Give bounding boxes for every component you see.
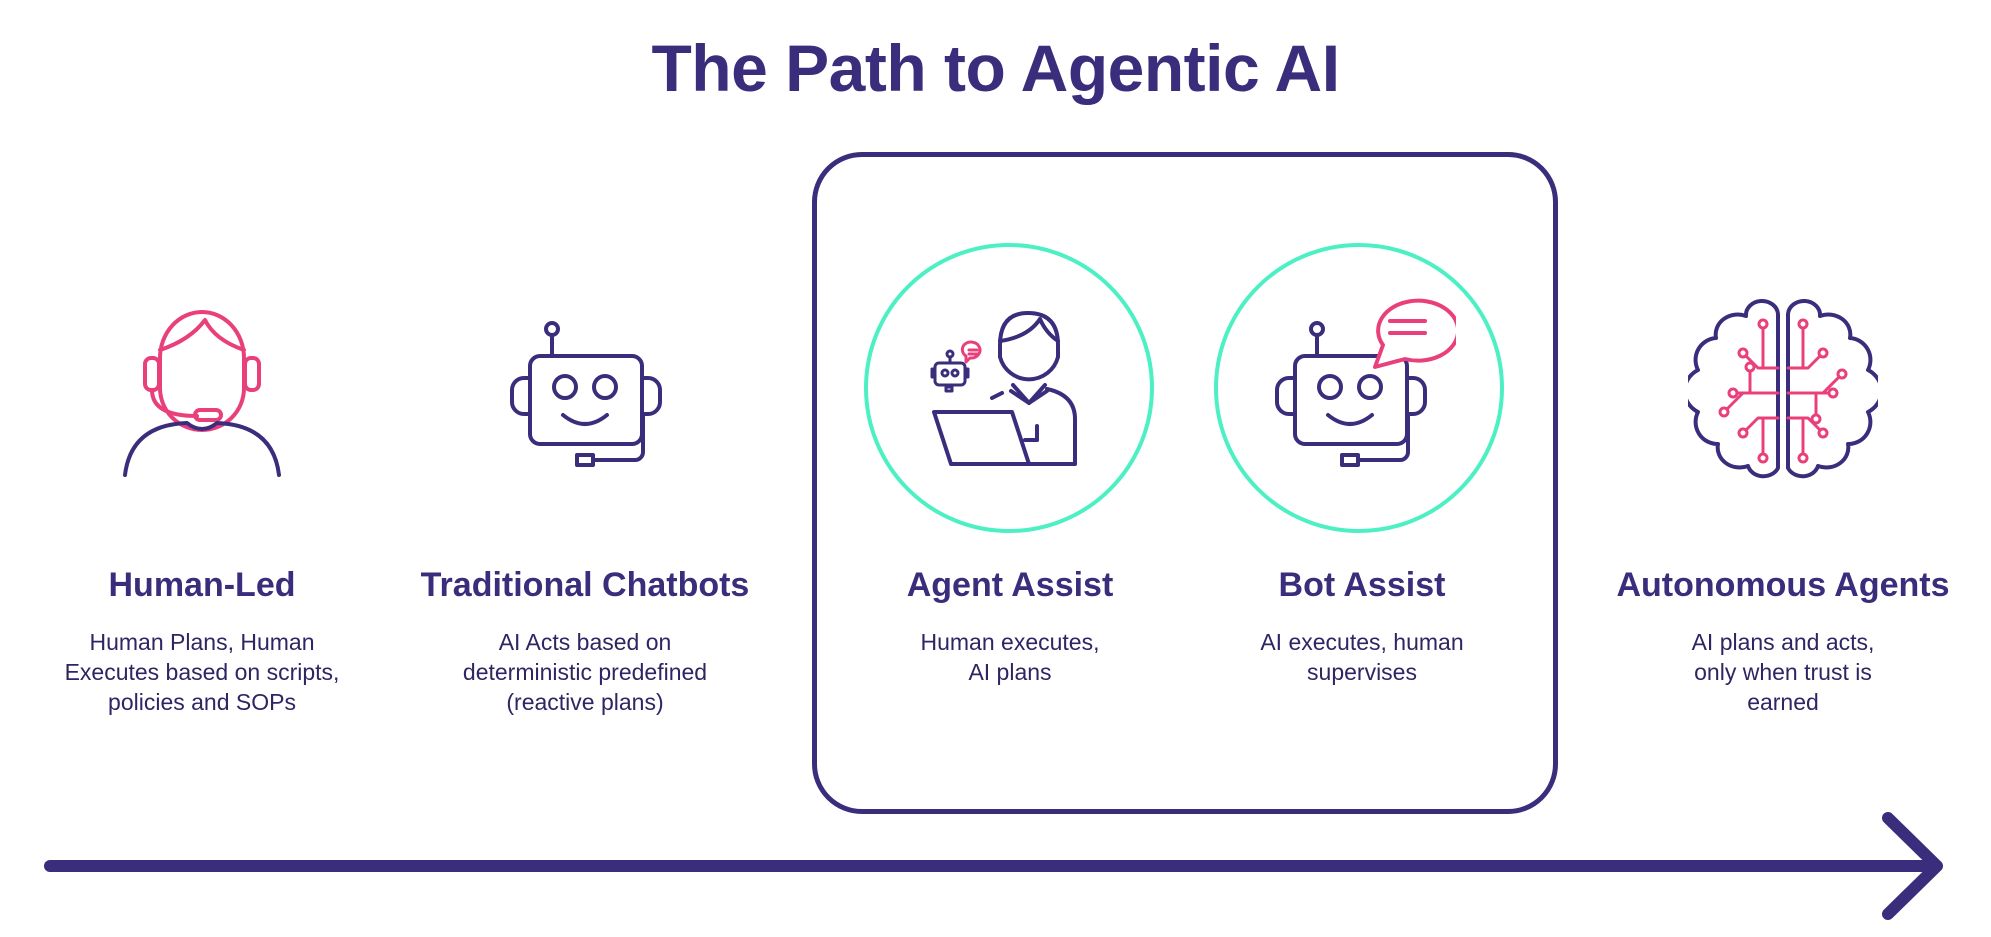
stage-bot-assist: Bot Assist AI executes, human supervises bbox=[1172, 565, 1552, 687]
stage-description: Human Plans, Human Executes based on scr… bbox=[64, 629, 340, 715]
stage-agent-assist: Agent Assist Human executes, AI plans bbox=[820, 565, 1200, 687]
stage-human-led: Human-Led Human Plans, Human Executes ba… bbox=[12, 565, 392, 717]
timeline-arrow bbox=[44, 812, 1943, 920]
stage-description: Human executes, AI plans bbox=[920, 629, 1100, 685]
ai-assist-highlight-box bbox=[812, 152, 1558, 814]
agent-assist-circle bbox=[864, 243, 1154, 533]
stage-title: Traditional Chatbots bbox=[420, 566, 750, 604]
stage-title: Bot Assist bbox=[1278, 566, 1446, 604]
headset-agent-icon bbox=[123, 310, 281, 477]
robot-icon bbox=[510, 321, 662, 467]
circuit-brain-icon bbox=[1688, 299, 1878, 479]
stage-title: Agent Assist bbox=[906, 566, 1114, 604]
stage-autonomous-agents: Autonomous Agents AI plans and acts, onl… bbox=[1593, 565, 1973, 717]
page-title: The Path to Agentic AI bbox=[651, 31, 1340, 105]
stage-description: AI plans and acts, only when trust is ea… bbox=[1691, 629, 1875, 715]
stage-title: Autonomous Agents bbox=[1616, 566, 1950, 604]
stage-title: Human-Led bbox=[108, 566, 296, 604]
person-laptop-robot-icon bbox=[930, 311, 1077, 466]
stage-description: AI executes, human supervises bbox=[1260, 629, 1464, 685]
stage-description: AI Acts based on deterministic predefine… bbox=[462, 629, 708, 715]
bot-assist-circle bbox=[1214, 243, 1504, 533]
robot-speech-icon bbox=[1275, 298, 1456, 467]
stage-traditional-chatbots: Traditional Chatbots AI Acts based on de… bbox=[395, 565, 775, 717]
